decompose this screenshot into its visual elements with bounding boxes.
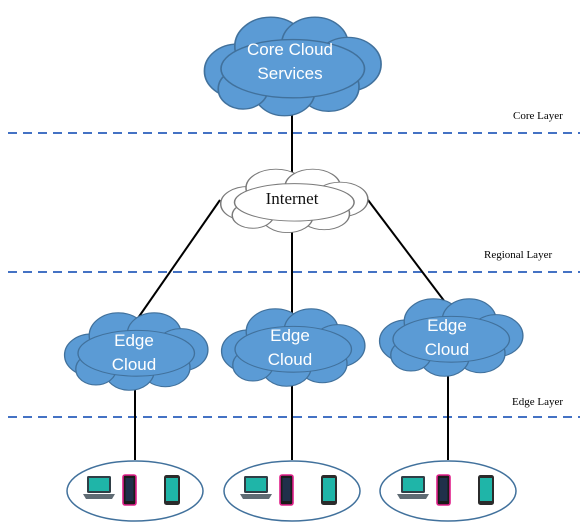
laptop-icon <box>397 476 429 499</box>
core-cloud-label: Core Cloud Services <box>215 38 365 86</box>
tablet-icon <box>321 475 337 505</box>
internet-edge3-connector <box>367 199 446 303</box>
device-group-3-icons <box>397 474 494 506</box>
internet-edge1-connector <box>137 199 221 319</box>
device-group-2-icons <box>240 474 337 506</box>
regional-layer-label: Regional Layer <box>484 249 553 261</box>
edge-cloud-1-label-line1: Edge <box>114 331 154 350</box>
core-layer-label: Core Layer <box>513 110 563 122</box>
edge-cloud-2-label-line2: Cloud <box>267 350 313 369</box>
edge-cloud-1-label: Edge Cloud <box>84 329 184 377</box>
core-cloud-label-line1: Core Cloud <box>247 40 333 59</box>
edge-cloud-3-label: Edge Cloud <box>397 314 497 362</box>
core-cloud-label-line2: Services <box>257 64 323 83</box>
edge-cloud-2-label: Edge Cloud <box>240 324 340 372</box>
edge-cloud-3-label-line1: Edge <box>427 316 467 335</box>
tablet-icon <box>164 475 180 505</box>
laptop-icon <box>240 476 272 499</box>
smartphone-icon <box>122 474 137 506</box>
device-group-1-icons <box>83 474 180 506</box>
laptop-icon <box>83 476 115 499</box>
edge-cloud-3-label-line2: Cloud <box>424 340 470 359</box>
smartphone-icon <box>279 474 294 506</box>
edge-layer-label: Edge Layer <box>512 396 563 408</box>
tablet-icon <box>478 475 494 505</box>
internet-label: Internet <box>265 189 319 208</box>
edge-cloud-1-label-line2: Cloud <box>111 355 157 374</box>
smartphone-icon <box>436 474 451 506</box>
edge-cloud-2-label-line1: Edge <box>270 326 310 345</box>
